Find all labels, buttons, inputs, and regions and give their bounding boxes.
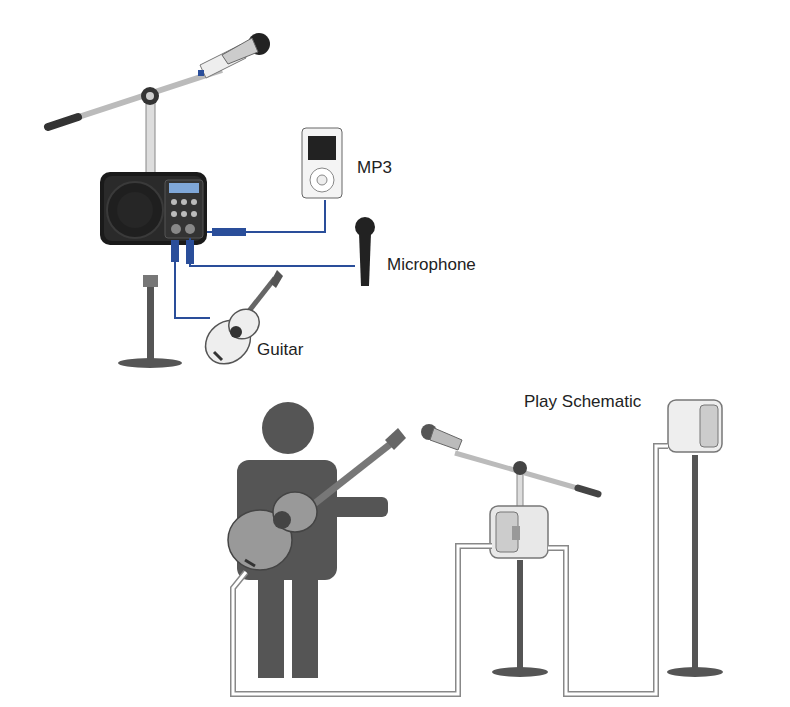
mp3-player: [302, 128, 342, 198]
device-label: MP3: [357, 159, 392, 178]
cable-runs: [233, 446, 668, 694]
device-label: Microphone: [387, 256, 476, 275]
handheld-microphone: [355, 217, 375, 286]
mic-stand-bottom: [421, 424, 598, 677]
device-label: Guitar: [257, 341, 303, 360]
pa-speaker-small: [490, 506, 548, 558]
acoustic-guitar-bottom: [228, 428, 406, 570]
pa-speaker-large: [667, 400, 723, 677]
signal-cables: [171, 200, 355, 318]
device-label: Play Schematic: [524, 393, 641, 412]
mic-stand-top: [48, 33, 270, 368]
pa-speaker: [100, 172, 207, 245]
